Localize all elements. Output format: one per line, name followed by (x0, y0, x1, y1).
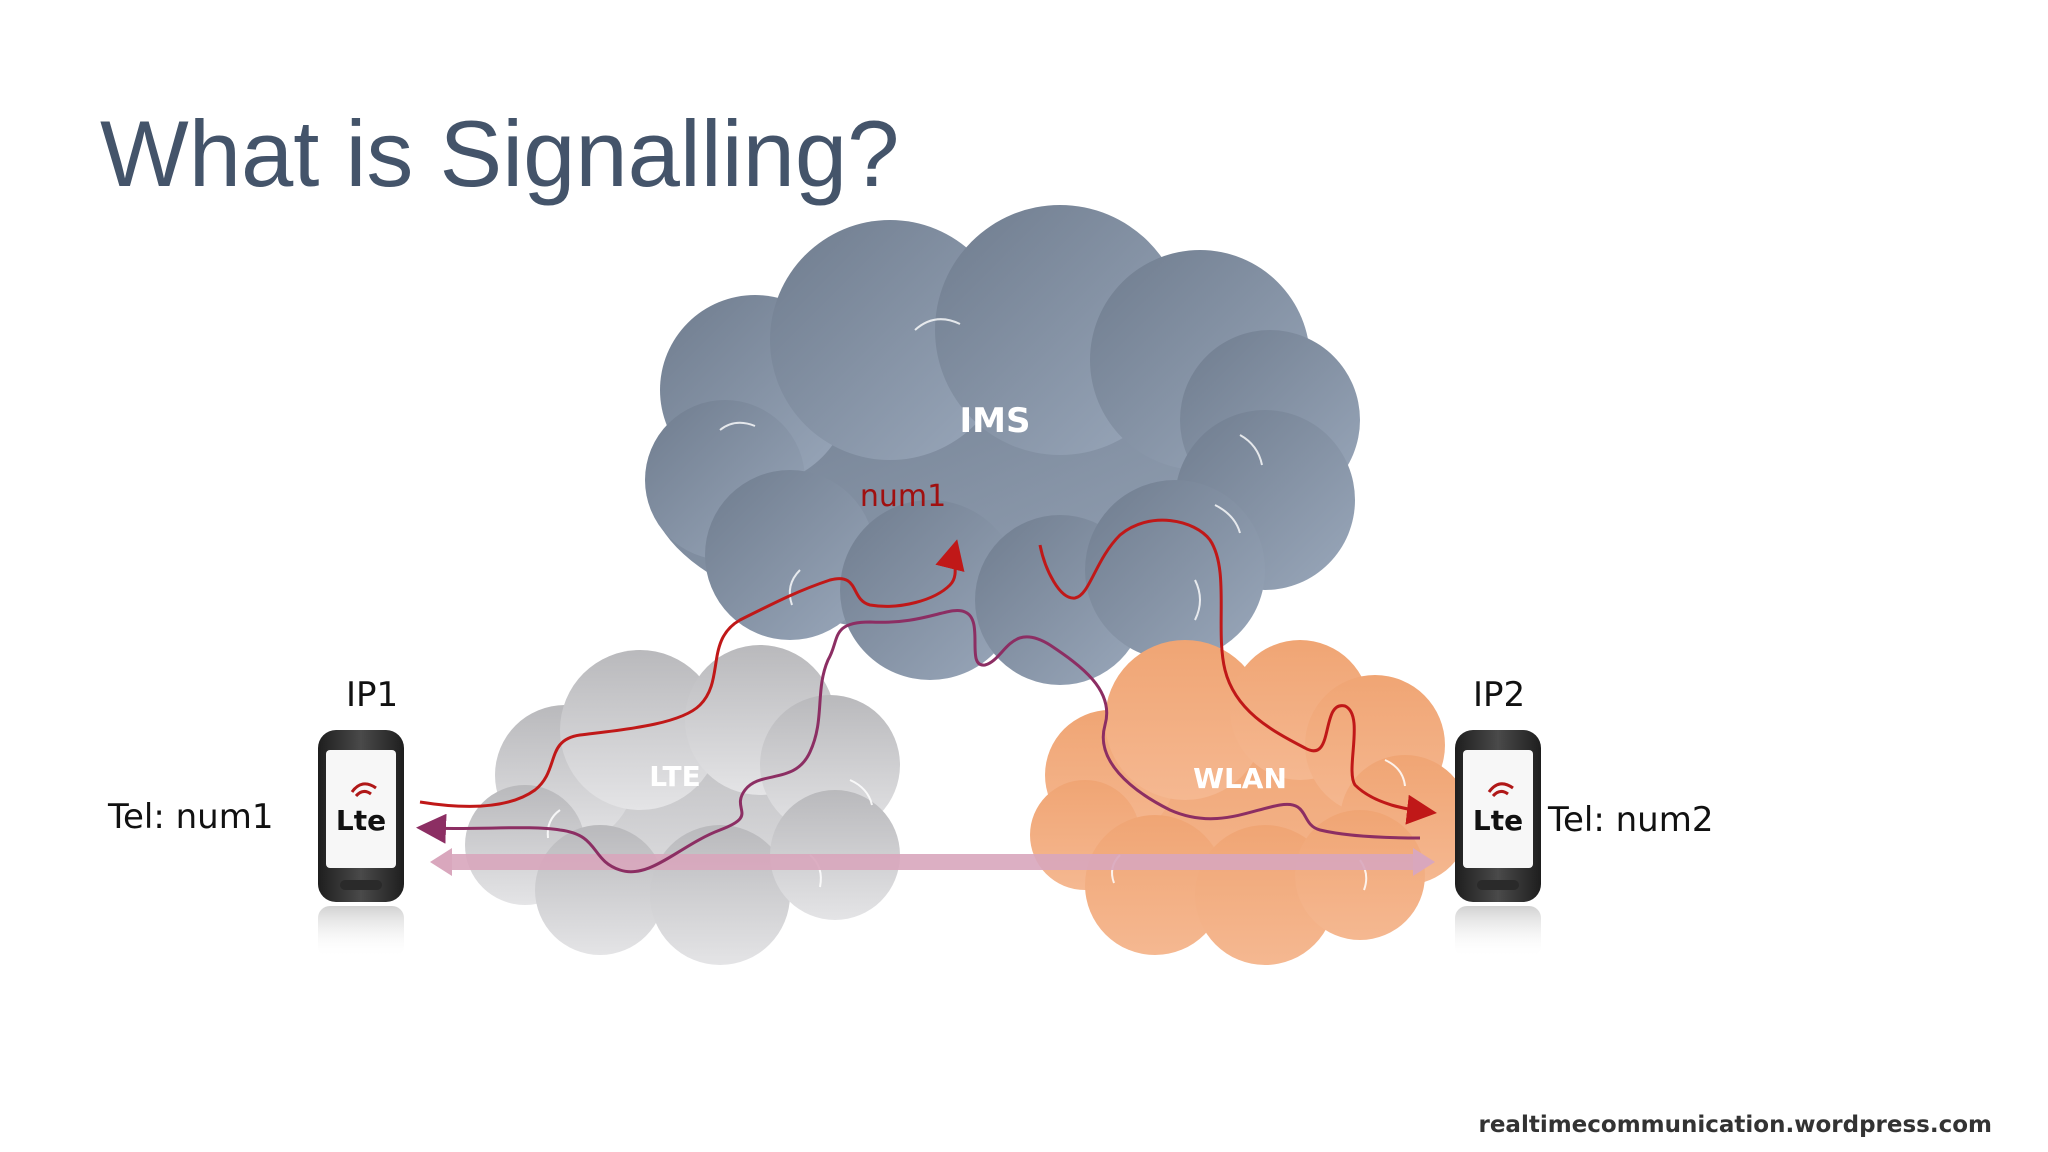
wlan-label: WLAN (1193, 762, 1287, 795)
right-tel-label: Tel: num2 (1548, 800, 1714, 840)
footer-url: realtimecommunication.wordpress.com (1478, 1112, 1992, 1138)
media-path (416, 609, 1421, 874)
lte-logo-icon: Lte (336, 782, 386, 837)
left-tel-label: Tel: num1 (108, 797, 274, 837)
left-phone: Lte (318, 730, 404, 958)
num1-label: num1 (860, 479, 946, 514)
signalling-path (419, 518, 1437, 825)
right-ip-label: IP2 (1473, 675, 1526, 715)
left-ip-label: IP1 (346, 675, 399, 715)
ims-label: IMS (960, 401, 1031, 441)
wlan-cloud (1030, 640, 1470, 965)
left-phone-logo: Lte (336, 804, 386, 837)
lte-logo-icon: Lte (1473, 782, 1523, 837)
lte-cloud (465, 645, 900, 965)
lte-label: LTE (649, 760, 700, 793)
right-phone-logo: Lte (1473, 804, 1523, 837)
slide-title: What is Signalling? (100, 101, 900, 206)
right-phone: Lte (1455, 730, 1541, 958)
